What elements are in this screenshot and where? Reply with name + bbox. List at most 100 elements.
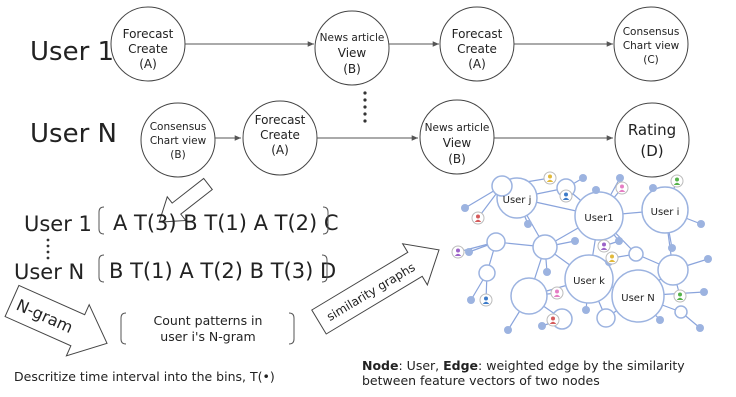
- graph-dot: [616, 174, 624, 182]
- node-label: View: [338, 46, 367, 60]
- person-icon: [605, 251, 619, 265]
- sequence-usern-label: User N: [14, 260, 84, 284]
- count-box: Count patterns in user i's N-gram: [120, 312, 295, 345]
- graph-dot: [697, 220, 705, 228]
- node-label: Create: [260, 128, 300, 142]
- node-label: Chart view: [623, 40, 680, 52]
- graph-dot: [592, 186, 600, 194]
- graph-dot: [700, 288, 708, 296]
- graph-dot: [582, 306, 590, 314]
- graph-dot: [571, 237, 579, 245]
- graph-node: [611, 269, 665, 323]
- node-label: (C): [643, 54, 659, 66]
- node-label: (B): [170, 149, 185, 161]
- graph-node: [532, 234, 558, 260]
- node-label: (A): [468, 57, 486, 71]
- graph-node: [596, 308, 616, 328]
- graph-node: [641, 186, 689, 234]
- node-label: News article: [320, 32, 385, 44]
- count-box-line1: Count patterns in: [154, 313, 263, 328]
- node-row1-4: Consensus Chart view (C): [613, 6, 689, 82]
- legend-edge-bold: Edge: [443, 358, 478, 373]
- sequence-usern-text: B T(1) A T(2) B T(3) D: [109, 259, 336, 283]
- graph-label-user-j: User j: [503, 195, 532, 206]
- legend-node-text: : User,: [398, 358, 443, 373]
- graph-dot: [467, 296, 475, 304]
- sequence-usern: B T(1) A T(2) B T(3) D: [98, 254, 336, 283]
- similarity-graph: [451, 171, 712, 334]
- node-label: View: [443, 136, 472, 150]
- ellipsis-vertical-seq: [46, 238, 50, 260]
- graph-dot: [524, 220, 532, 228]
- node-label: Chart view: [150, 135, 207, 147]
- node-rown-4: Rating (D): [614, 102, 690, 178]
- node-label: Consensus: [150, 121, 207, 133]
- graph-dot: [504, 326, 512, 334]
- node-label: News article: [425, 122, 490, 134]
- legend-line1: Node: User, Edge: weighted edge by the s…: [362, 358, 685, 373]
- legend-edge-text: : weighted edge by the similarity: [478, 358, 685, 373]
- node-label: Rating: [628, 121, 676, 139]
- sequence-user1-label: User 1: [24, 212, 92, 236]
- ngram-arrow: N-gram: [4, 284, 108, 357]
- person-icon: [670, 174, 684, 188]
- graph-node: [564, 254, 614, 304]
- node-label: (A): [271, 143, 289, 157]
- node-label: Consensus: [623, 26, 680, 38]
- graph-label-user-k: User k: [573, 276, 605, 287]
- graph-node: [478, 264, 496, 282]
- graph-node: [657, 254, 689, 286]
- graph-dot: [668, 244, 676, 252]
- convert-arrow: [158, 177, 214, 223]
- node-label: (B): [343, 62, 361, 76]
- graph-label-user-n: User N: [621, 293, 654, 304]
- graph-node: [510, 277, 548, 315]
- node-label: Forecast: [123, 27, 174, 41]
- node-rown-2: Forecast Create (A): [242, 100, 318, 176]
- sequence-user1-text: A T(3) B T(1) A T(2) C: [113, 211, 339, 235]
- node-label: (B): [448, 152, 466, 166]
- similarity-arrow: similarity graphs: [311, 243, 440, 335]
- graph-dot: [543, 268, 551, 276]
- person-icon: [479, 293, 493, 307]
- discretize-note: Descritize time interval into the bins, …: [14, 369, 275, 384]
- graph-label-user-i: User i: [651, 207, 680, 218]
- graph-dot: [538, 322, 546, 330]
- graph-node: [628, 246, 644, 262]
- graph-dot: [465, 248, 473, 256]
- node-label: (D): [640, 142, 663, 160]
- graph-label-user1: User1: [584, 213, 613, 224]
- person-icon: [543, 171, 557, 185]
- row-label-usern: User N: [30, 119, 117, 149]
- node-label: Create: [457, 42, 497, 56]
- legend-node-bold: Node: [362, 358, 398, 373]
- person-icon: [546, 313, 560, 327]
- graph-dot: [579, 174, 587, 182]
- node-rown-3: News article View (B): [419, 99, 495, 175]
- person-icon: [673, 289, 687, 303]
- person-icon: [559, 189, 573, 203]
- node-label: Forecast: [452, 27, 503, 41]
- ellipsis-vertical: [363, 91, 367, 123]
- person-icon: [615, 181, 629, 195]
- node-label: (A): [139, 57, 157, 71]
- graph-dot: [696, 324, 704, 332]
- graph-dot: [461, 204, 469, 212]
- sequence-user1: A T(3) B T(1) A T(2) C: [98, 206, 339, 235]
- legend-line2: between feature vectors of two nodes: [362, 373, 600, 388]
- graph-dot: [704, 255, 712, 263]
- similarity-arrow-label: similarity graphs: [324, 260, 417, 324]
- node-rown-1: Consensus Chart view (B): [140, 102, 216, 178]
- graph-dot: [649, 184, 657, 192]
- node-row1-1: Forecast Create (A): [110, 6, 186, 82]
- row-label-user1: User 1: [30, 37, 114, 67]
- person-icon: [451, 245, 465, 259]
- count-box-line2: user i's N-gram: [160, 329, 255, 344]
- graph-node: [674, 305, 688, 319]
- graph-dot: [656, 316, 664, 324]
- graph-node: [486, 232, 506, 252]
- node-label: Forecast: [255, 113, 306, 127]
- node-row1-2: News article View (B): [314, 10, 390, 86]
- node-label: Create: [128, 42, 168, 56]
